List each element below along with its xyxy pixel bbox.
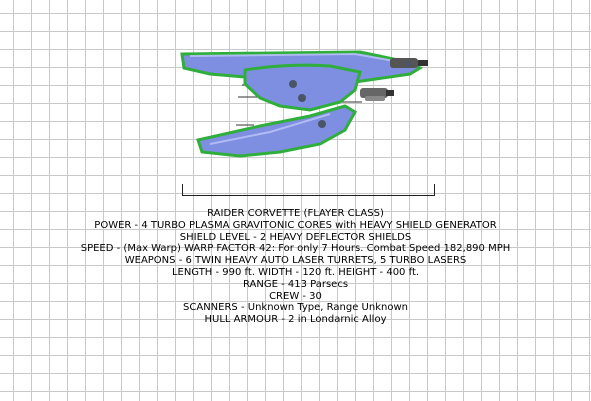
range-spec: RANGE - 413 Parsecs xyxy=(242,278,349,290)
power-spec: POWER - 4 TURBO PLASMA GRAVITONIC CORES … xyxy=(94,219,497,231)
weapons-spec: WEAPONS - 6 TWIN HEAVY AUTO LASER TURRET… xyxy=(124,255,467,267)
central-hull xyxy=(243,63,362,112)
ship-name: RAIDER CORVETTE (FLAYER CLASS) xyxy=(207,208,384,219)
dimensions-spec: LENGTH - 990 ft. WIDTH - 120 ft. HEIGHT … xyxy=(171,266,420,278)
speed-spec: SPEED - (Max Warp) WARP FACTOR 42: For o… xyxy=(80,243,511,255)
scale-bar xyxy=(182,184,435,196)
crew-spec: CREW - 30 xyxy=(269,290,322,302)
hull-armour-spec: HULL ARMOUR - 2 in Londarnic Alloy xyxy=(204,314,387,326)
engine-pod-upper xyxy=(390,58,418,68)
shield-spec: SHIELD LEVEL - 2 HEAVY DEFLECTOR SHIELDS xyxy=(179,231,412,243)
ship-specifications: RAIDER CORVETTE (FLAYER CLASS) POWER - 4… xyxy=(0,208,591,326)
raider-corvette-ship-illustration xyxy=(180,50,428,158)
engine-pod-lower xyxy=(360,88,388,98)
scanners-spec: SCANNERS - Unknown Type, Range Unknown xyxy=(183,302,408,314)
auto-laser-turrets xyxy=(289,61,411,128)
